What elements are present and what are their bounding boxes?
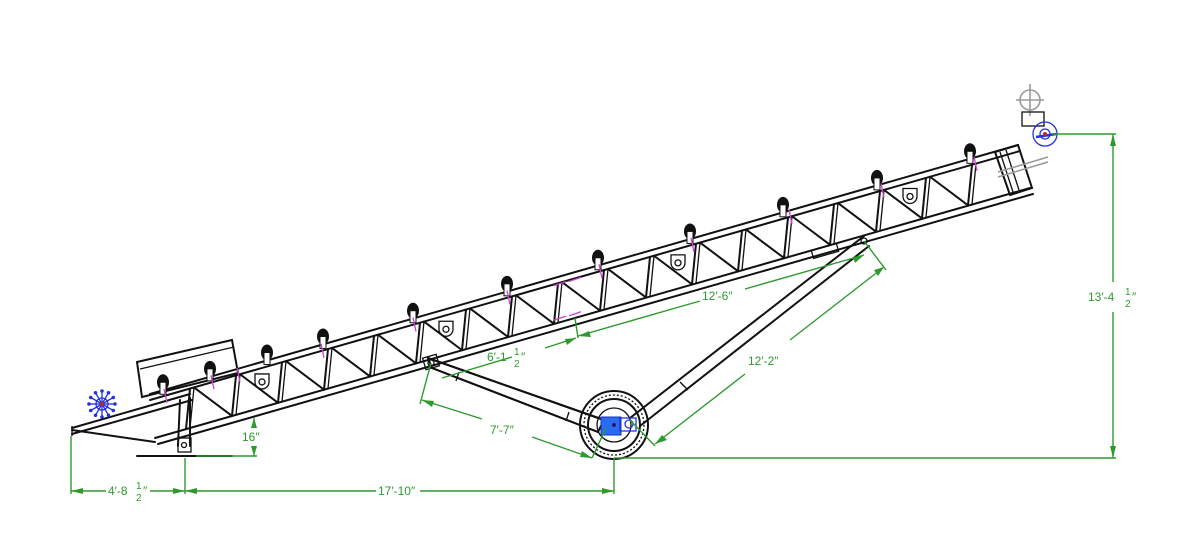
svg-text:2: 2 — [514, 359, 520, 370]
dim-label-truss-to-pivot: 6′-1 1 2 ″ — [487, 347, 526, 370]
truss-frame — [71, 143, 1049, 457]
svg-text:″: ″ — [521, 350, 526, 364]
dim-label-tail-to-wheel: 17′-10″ — [378, 484, 416, 498]
svg-text:1: 1 — [1125, 287, 1131, 298]
idler-set — [157, 143, 976, 395]
svg-text:″: ″ — [1132, 290, 1137, 304]
dimension-lines — [70, 133, 1116, 494]
dim-label-pivot-to-strut: 12′-6″ — [702, 289, 733, 303]
svg-text:1: 1 — [514, 347, 520, 358]
svg-text:2: 2 — [1125, 299, 1131, 310]
svg-text:″: ″ — [143, 484, 148, 498]
dim-label-lower-arm: 7′-7″ — [490, 423, 515, 437]
dim-label-overall-height: 13′-4 1 2 ″ — [1088, 287, 1137, 310]
svg-text:6′-1: 6′-1 — [487, 350, 507, 364]
dim-label-tail-clearance: 16″ — [242, 430, 260, 444]
dim-label-strut-length: 12′-2″ — [748, 354, 779, 368]
svg-text:2: 2 — [136, 493, 142, 504]
svg-text:1: 1 — [136, 481, 142, 492]
weld-marks — [163, 156, 978, 403]
svg-text:4′-8: 4′-8 — [108, 484, 128, 498]
dimension-labels: 13′-4 1 2 ″ 4′-8 1 2 ″ 17′-10″ 16″ 6′-1 … — [108, 287, 1137, 504]
dim-label-tail-offset: 4′-8 1 2 ″ — [108, 481, 148, 504]
tail-pulley-icon — [87, 389, 117, 419]
svg-text:13′-4: 13′-4 — [1088, 290, 1115, 304]
head-drive-icon — [1016, 84, 1058, 147]
